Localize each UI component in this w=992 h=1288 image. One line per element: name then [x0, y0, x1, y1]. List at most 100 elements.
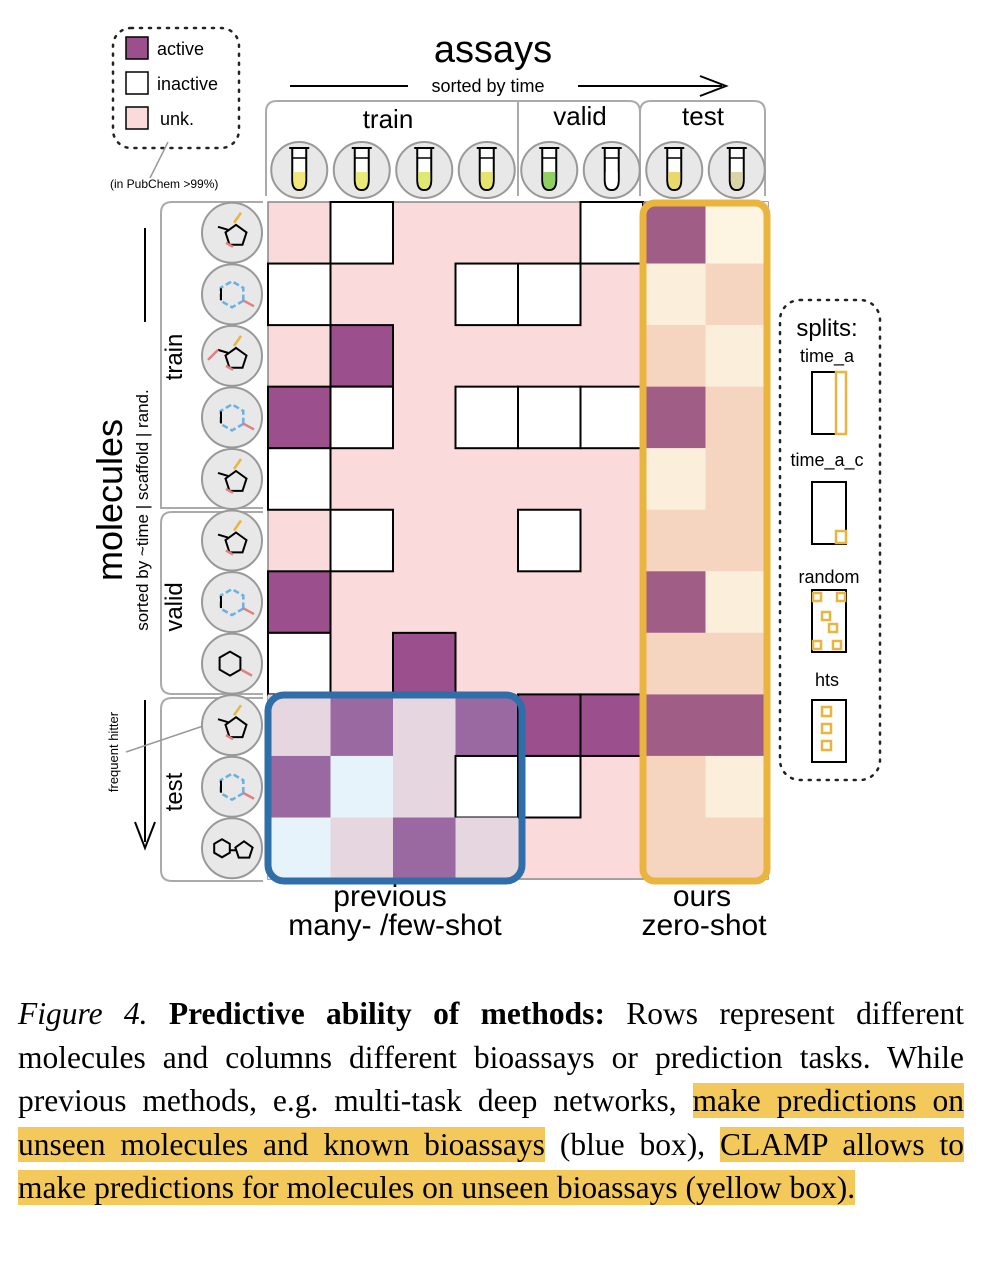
matrix-cell-r9-c4 [455, 694, 518, 756]
assays-header: assays sorted by time train valid test [265, 29, 766, 199]
assay-tube-8 [707, 141, 766, 199]
label-ours-line1: ours [673, 880, 731, 913]
molecule-circle [201, 509, 263, 572]
molecule-group-test-box [160, 697, 263, 882]
split-time-a-c-matrix [811, 481, 847, 545]
tube-liquid [730, 172, 743, 189]
matrix-cell-r8-c3 [392, 631, 457, 696]
assays-title: assays [434, 29, 552, 71]
molecule-icon-11 [201, 817, 263, 880]
molecule-icon-9 [201, 694, 263, 757]
splits-panel: splits: time_a time_a_c random hts [778, 298, 882, 782]
split-time-a-c-label: time_a_c [790, 450, 863, 471]
tube-liquid [605, 172, 618, 189]
molecule-icon-3 [201, 324, 263, 387]
matrix-cell-r7-c8 [705, 571, 768, 633]
split-random-label: random [798, 567, 859, 587]
activity-matrix [267, 201, 769, 880]
ring [224, 531, 248, 554]
bond-oxygen [240, 668, 253, 677]
matrix-cell-r1-c8 [705, 202, 768, 264]
matrix-cell-r2-c8 [705, 263, 768, 326]
molecule-circle [201, 324, 263, 387]
assay-group-test-label: test [682, 101, 725, 131]
bond-chain [207, 348, 219, 361]
label-previous-line2: many- /few-shot [288, 909, 502, 942]
caption-title: Predictive ability of methods: [168, 996, 605, 1031]
matrix-cell-r2-c1 [267, 262, 332, 327]
matrix-cell-r4-c2 [329, 385, 394, 450]
ring [224, 223, 248, 246]
matrix-cell-r6-c8 [705, 509, 768, 572]
assay-group-train-box [265, 100, 519, 196]
bond-accent [232, 335, 243, 347]
ring [224, 715, 248, 739]
assay-tube-3 [395, 141, 454, 199]
matrix-cell-r9-c8 [705, 694, 768, 756]
ring [219, 402, 245, 432]
matrix-cell-r1-c7 [643, 202, 706, 264]
matrix-cell-r5-c1 [267, 447, 332, 511]
molecule-icon-1 [201, 201, 263, 264]
matrix-cell-r11-c3 [393, 817, 456, 880]
matrix-cell-r9-c1 [268, 694, 331, 756]
ring [224, 469, 248, 492]
split-random-highlights [811, 591, 847, 651]
matrix-cell-r9-c7 [643, 694, 706, 756]
matrix-cell-r11-c7 [643, 817, 706, 880]
matrix-cell-r2-c7 [643, 263, 706, 326]
molecule-icon-10 [201, 755, 263, 818]
split-time-a-label: time_a [800, 346, 855, 367]
molecule-icon-4 [201, 386, 263, 449]
split-time-a-c-highlight [834, 529, 848, 545]
split-time-a-highlight [834, 370, 848, 436]
legend-label-inactive: inactive [157, 74, 218, 94]
bond-oxygen [225, 487, 234, 495]
molecule-icons [201, 201, 263, 880]
tube-liquid [668, 172, 681, 189]
bond-accent [232, 212, 243, 224]
split-time-a-matrix [811, 371, 847, 435]
matrix-cell-r11-c4 [455, 817, 518, 880]
bond-oxygen [242, 422, 255, 431]
molecules-title: molecules [89, 419, 130, 581]
legend-swatch-unknown [125, 106, 149, 130]
matrix-cell-r10-c7 [643, 755, 706, 818]
matrix-cell-r10-c5 [517, 754, 582, 819]
bond-oxygen [242, 606, 255, 616]
legend-label-active: active [157, 39, 204, 59]
matrix-cell-r5-c8 [705, 448, 768, 510]
molecule-circle [201, 817, 263, 880]
ring [224, 346, 248, 369]
assay-tube-4 [457, 141, 516, 199]
split-hts-highlights [820, 705, 833, 752]
bond [217, 472, 229, 477]
matrix-cell-r10-c8 [705, 755, 768, 818]
molecules-axis: molecules sorted by ~time | scaffold | r… [89, 201, 263, 882]
bond [217, 348, 229, 354]
matrix-cell-r3-c2 [329, 324, 394, 388]
molecule-icon-6 [201, 509, 263, 572]
bond [217, 225, 229, 231]
molecule-group-train-box [160, 201, 263, 509]
assay-group-train-label: train [363, 104, 414, 134]
matrix-cell-r10-c4 [454, 754, 519, 819]
legend-swatch-active [125, 36, 149, 60]
molecules-arrow-head [134, 821, 156, 851]
molecule-circle [201, 447, 263, 510]
molecule-circle [201, 755, 263, 818]
matrix-cell-r8-c1 [267, 631, 332, 696]
molecule-group-train-label: train [161, 334, 188, 381]
caption-text-1: Rows represent different molecules and c… [18, 996, 964, 1118]
matrix-cell-r4-c7 [643, 386, 706, 449]
bond-oxygen [225, 241, 234, 248]
tube-liquid [543, 172, 556, 189]
molecule-icon-5 [201, 447, 263, 510]
tube-liquid [480, 172, 493, 189]
assay-tube-7 [645, 141, 704, 199]
bond-accent [232, 519, 243, 532]
matrix-cell-r11-c1 [268, 817, 331, 880]
matrix-cell-r4-c5 [517, 385, 582, 450]
splits-title: splits: [796, 315, 857, 342]
ring [219, 279, 245, 309]
